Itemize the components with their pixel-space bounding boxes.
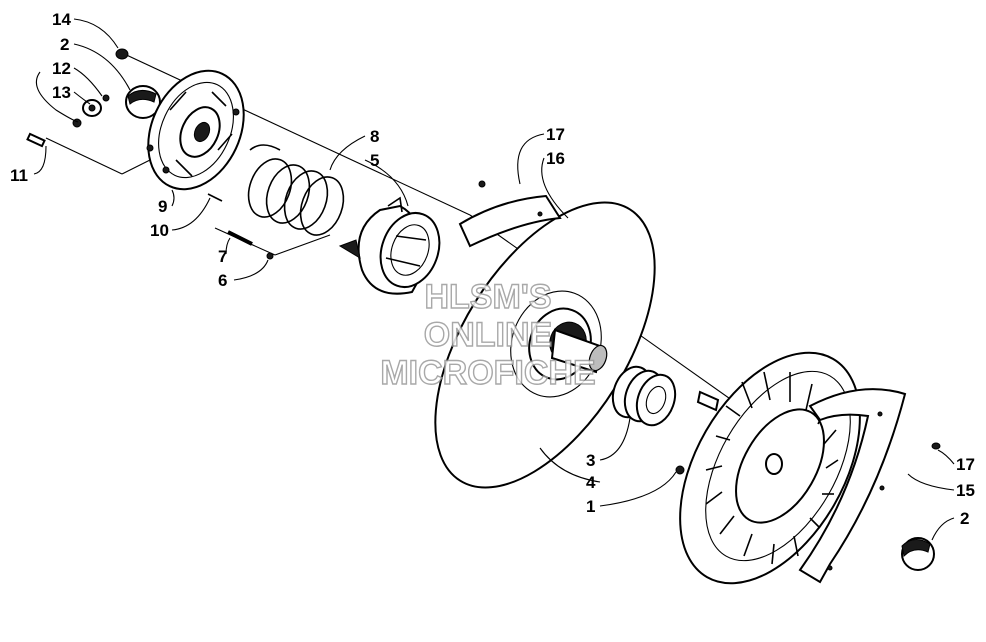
leader-lines xyxy=(33,18,955,541)
part-bushing-upper xyxy=(125,85,161,119)
part-cover-upper xyxy=(458,180,562,248)
watermark: HLSM'S ONLINE MICROFICHE xyxy=(380,277,597,392)
callout-4: 4 xyxy=(586,473,596,492)
part-nut-small xyxy=(115,48,129,60)
callout-8: 8 xyxy=(370,127,379,146)
callout-2-lower: 2 xyxy=(960,509,969,528)
callout-5: 5 xyxy=(370,151,379,170)
part-spider-plate xyxy=(146,69,245,191)
part-spring-washers xyxy=(611,365,677,427)
callout-1: 1 xyxy=(586,497,595,516)
part-pin xyxy=(26,132,46,148)
callout-2-upper: 2 xyxy=(60,35,69,54)
callout-7: 7 xyxy=(218,247,227,266)
callout-9: 9 xyxy=(158,197,167,216)
part-roll-pin xyxy=(207,193,223,202)
callout-6: 6 xyxy=(218,271,227,290)
callout-11: 11 xyxy=(10,166,28,185)
part-bushing-lower xyxy=(901,537,935,571)
callout-12: 12 xyxy=(52,59,71,78)
watermark-line-2: ONLINE xyxy=(424,316,552,354)
part-washer-and-nut xyxy=(72,94,110,128)
callout-10: 10 xyxy=(150,221,169,240)
callout-3: 3 xyxy=(586,451,595,470)
callout-14: 14 xyxy=(52,10,71,29)
part-cover-lower xyxy=(798,388,941,584)
watermark-line-1: HLSM'S xyxy=(424,278,551,316)
callout-13: 13 xyxy=(52,83,71,102)
watermark-line-3: MICROFICHE xyxy=(380,354,595,392)
part-spring xyxy=(247,144,345,236)
callout-labels: 14 2 12 13 11 9 10 7 6 8 5 17 16 3 4 1 1… xyxy=(10,10,975,528)
part-bolt xyxy=(227,230,274,260)
callout-15: 15 xyxy=(956,481,975,500)
part-cam-sleeve xyxy=(338,196,441,295)
callout-17-upper: 17 xyxy=(546,125,565,144)
callout-17-lower: 17 xyxy=(956,455,975,474)
callout-16: 16 xyxy=(546,149,565,168)
part-moveable-sheave xyxy=(434,201,656,489)
